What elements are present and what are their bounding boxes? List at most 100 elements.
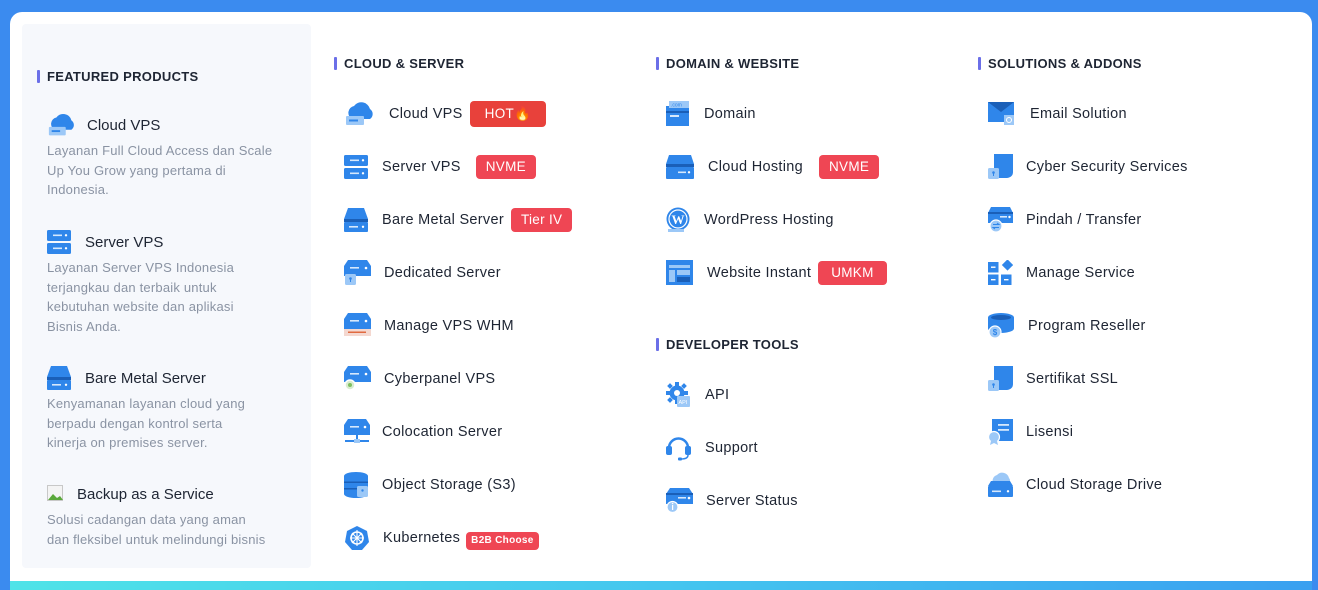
menu-item-label: Server Status — [706, 493, 798, 509]
b2b-badge: B2B Choose — [466, 532, 539, 550]
cyber-security-icon — [988, 153, 1013, 181]
reseller-icon: $ — [988, 312, 1014, 340]
menu-item-dedicated-server[interactable]: Dedicated Server — [344, 258, 501, 288]
menu-item-domain[interactable]: .com Domain — [666, 99, 756, 129]
featured-item-title: Backup as a Service — [77, 485, 214, 503]
featured-item-desc: Layanan Full Cloud Access dan Scale Up Y… — [47, 143, 273, 197]
featured-item-desc: Kenyamanan layanan cloud yang berpadu de… — [47, 396, 246, 450]
svg-text:.com: .com — [671, 103, 682, 109]
developer-tools-heading: DEVELOPER TOOLS — [656, 337, 799, 352]
menu-item-cyber-security[interactable]: Cyber Security Services — [988, 152, 1188, 182]
colocation-server-icon — [344, 418, 370, 446]
hot-badge: HOT🔥 — [469, 101, 547, 127]
cloud-server-icon — [47, 111, 77, 139]
cyberpanel-server-icon — [344, 365, 371, 393]
menu-item-transfer[interactable]: Pindah / Transfer — [988, 205, 1142, 235]
server-status-icon — [666, 487, 693, 515]
menu-item-cloud-storage-drive[interactable]: Cloud Storage Drive — [988, 470, 1162, 500]
manage-service-icon — [988, 259, 1013, 287]
menu-item-label: Pindah / Transfer — [1026, 212, 1142, 228]
mega-menu-panel: FEATURED PRODUCTS Cloud VPS Layanan Full… — [10, 12, 1312, 582]
menu-item-label: Lisensi — [1026, 424, 1074, 440]
wordpress-icon: W — [666, 206, 690, 234]
dedicated-server-lock-icon — [344, 259, 371, 287]
menu-item-server-vps[interactable]: Server VPS NVME — [344, 152, 536, 182]
menu-item-object-storage[interactable]: Object Storage (S3) — [344, 470, 516, 500]
license-icon — [988, 418, 1013, 446]
menu-item-label: Object Storage (S3) — [382, 477, 516, 493]
domain-website-heading: DOMAIN & WEBSITE — [656, 56, 799, 71]
menu-item-label: Cloud VPS — [389, 106, 463, 122]
menu-item-ssl-certificate[interactable]: Sertifikat SSL — [988, 364, 1118, 394]
menu-item-label: Program Reseller — [1028, 318, 1146, 334]
cpanel-server-icon — [344, 312, 371, 340]
menu-item-colocation-server[interactable]: Colocation Server — [344, 417, 502, 447]
ssl-certificate-icon — [988, 365, 1013, 393]
menu-item-label: Manage VPS WHM — [384, 318, 514, 334]
menu-item-license[interactable]: Lisensi — [988, 417, 1073, 447]
menu-item-label: API — [705, 387, 730, 403]
svg-text:W: W — [672, 212, 685, 227]
svg-text:API: API — [679, 400, 688, 406]
menu-item-support[interactable]: Support — [666, 433, 758, 463]
nvme-badge: NVME — [475, 155, 536, 179]
featured-item-bare-metal[interactable]: Bare Metal Server Kenyamanan layanan clo… — [47, 364, 307, 453]
menu-item-label: Sertifikat SSL — [1026, 371, 1119, 387]
svg-text:$: $ — [993, 328, 998, 337]
featured-item-title: Server VPS — [85, 233, 164, 251]
accent-bar — [656, 57, 659, 70]
menu-item-label: Cyberpanel VPS — [384, 371, 496, 387]
menu-item-label: Support — [705, 440, 758, 456]
server-stack-icon — [344, 153, 368, 181]
section-title-text: DEVELOPER TOOLS — [666, 337, 799, 352]
email-icon — [988, 100, 1016, 128]
cloud-hosting-icon — [666, 153, 694, 181]
featured-products-panel: FEATURED PRODUCTS Cloud VPS Layanan Full… — [22, 24, 311, 568]
featured-item-title: Bare Metal Server — [85, 369, 206, 387]
menu-item-label: Website Instant — [707, 265, 812, 281]
menu-item-label: WordPress Hosting — [704, 212, 834, 228]
menu-item-api[interactable]: API API — [666, 380, 729, 410]
featured-products-heading: FEATURED PRODUCTS — [37, 69, 198, 84]
bare-metal-icon — [47, 364, 71, 392]
menu-item-label: Manage Service — [1026, 265, 1135, 281]
menu-item-label: Server VPS — [382, 159, 461, 175]
menu-item-kubernetes[interactable]: Kubernetes B2B Choose — [344, 523, 539, 553]
menu-item-label: Kubernetes — [383, 530, 461, 546]
featured-item-backup[interactable]: Backup as a Service Solusi cadangan data… — [47, 480, 307, 549]
menu-item-cyberpanel-vps[interactable]: Cyberpanel VPS — [344, 364, 495, 394]
object-storage-icon — [344, 471, 369, 499]
cloud-storage-drive-icon — [988, 471, 1013, 499]
website-layout-icon — [666, 259, 693, 287]
broken-image-icon — [47, 480, 65, 508]
bare-metal-icon — [344, 206, 368, 234]
nvme-badge: NVME — [818, 155, 880, 179]
menu-item-manage-service[interactable]: Manage Service — [988, 258, 1135, 288]
featured-item-cloud-vps[interactable]: Cloud VPS Layanan Full Cloud Access dan … — [47, 111, 307, 200]
menu-item-bare-metal[interactable]: Bare Metal Server Tier IV — [344, 205, 573, 235]
menu-item-label: Cyber Security Services — [1026, 159, 1188, 175]
tier-badge: Tier IV — [510, 208, 573, 232]
solutions-addons-heading: SOLUTIONS & ADDONS — [978, 56, 1142, 71]
section-title-text: FEATURED PRODUCTS — [47, 69, 199, 84]
menu-item-label: Colocation Server — [382, 424, 503, 440]
menu-item-label: Cloud Hosting — [708, 159, 803, 175]
menu-item-program-reseller[interactable]: $ Program Reseller — [988, 311, 1146, 341]
menu-item-label: Cloud Storage Drive — [1026, 477, 1163, 493]
menu-item-label: Dedicated Server — [384, 265, 501, 281]
featured-item-server-vps[interactable]: Server VPS Layanan Server VPS Indonesia … — [47, 228, 307, 336]
accent-bar — [656, 338, 659, 351]
featured-item-desc: Solusi cadangan data yang aman dan fleks… — [47, 512, 266, 547]
kubernetes-icon — [344, 524, 370, 552]
menu-item-label: Domain — [704, 106, 756, 122]
menu-item-email-solution[interactable]: Email Solution — [988, 99, 1127, 129]
accent-bar — [37, 70, 40, 83]
menu-item-wordpress-hosting[interactable]: W WordPress Hosting — [666, 205, 834, 235]
umkm-badge: UMKM — [818, 261, 887, 285]
menu-item-cloud-hosting[interactable]: Cloud Hosting NVME — [666, 152, 880, 182]
menu-item-website-instant[interactable]: Website Instant UMKM — [666, 258, 887, 288]
section-title-text: CLOUD & SERVER — [344, 56, 465, 71]
menu-item-manage-vps-whm[interactable]: Manage VPS WHM — [344, 311, 514, 341]
menu-item-cloud-vps[interactable]: Cloud VPS HOT🔥 — [344, 99, 547, 129]
menu-item-server-status[interactable]: Server Status — [666, 486, 798, 516]
